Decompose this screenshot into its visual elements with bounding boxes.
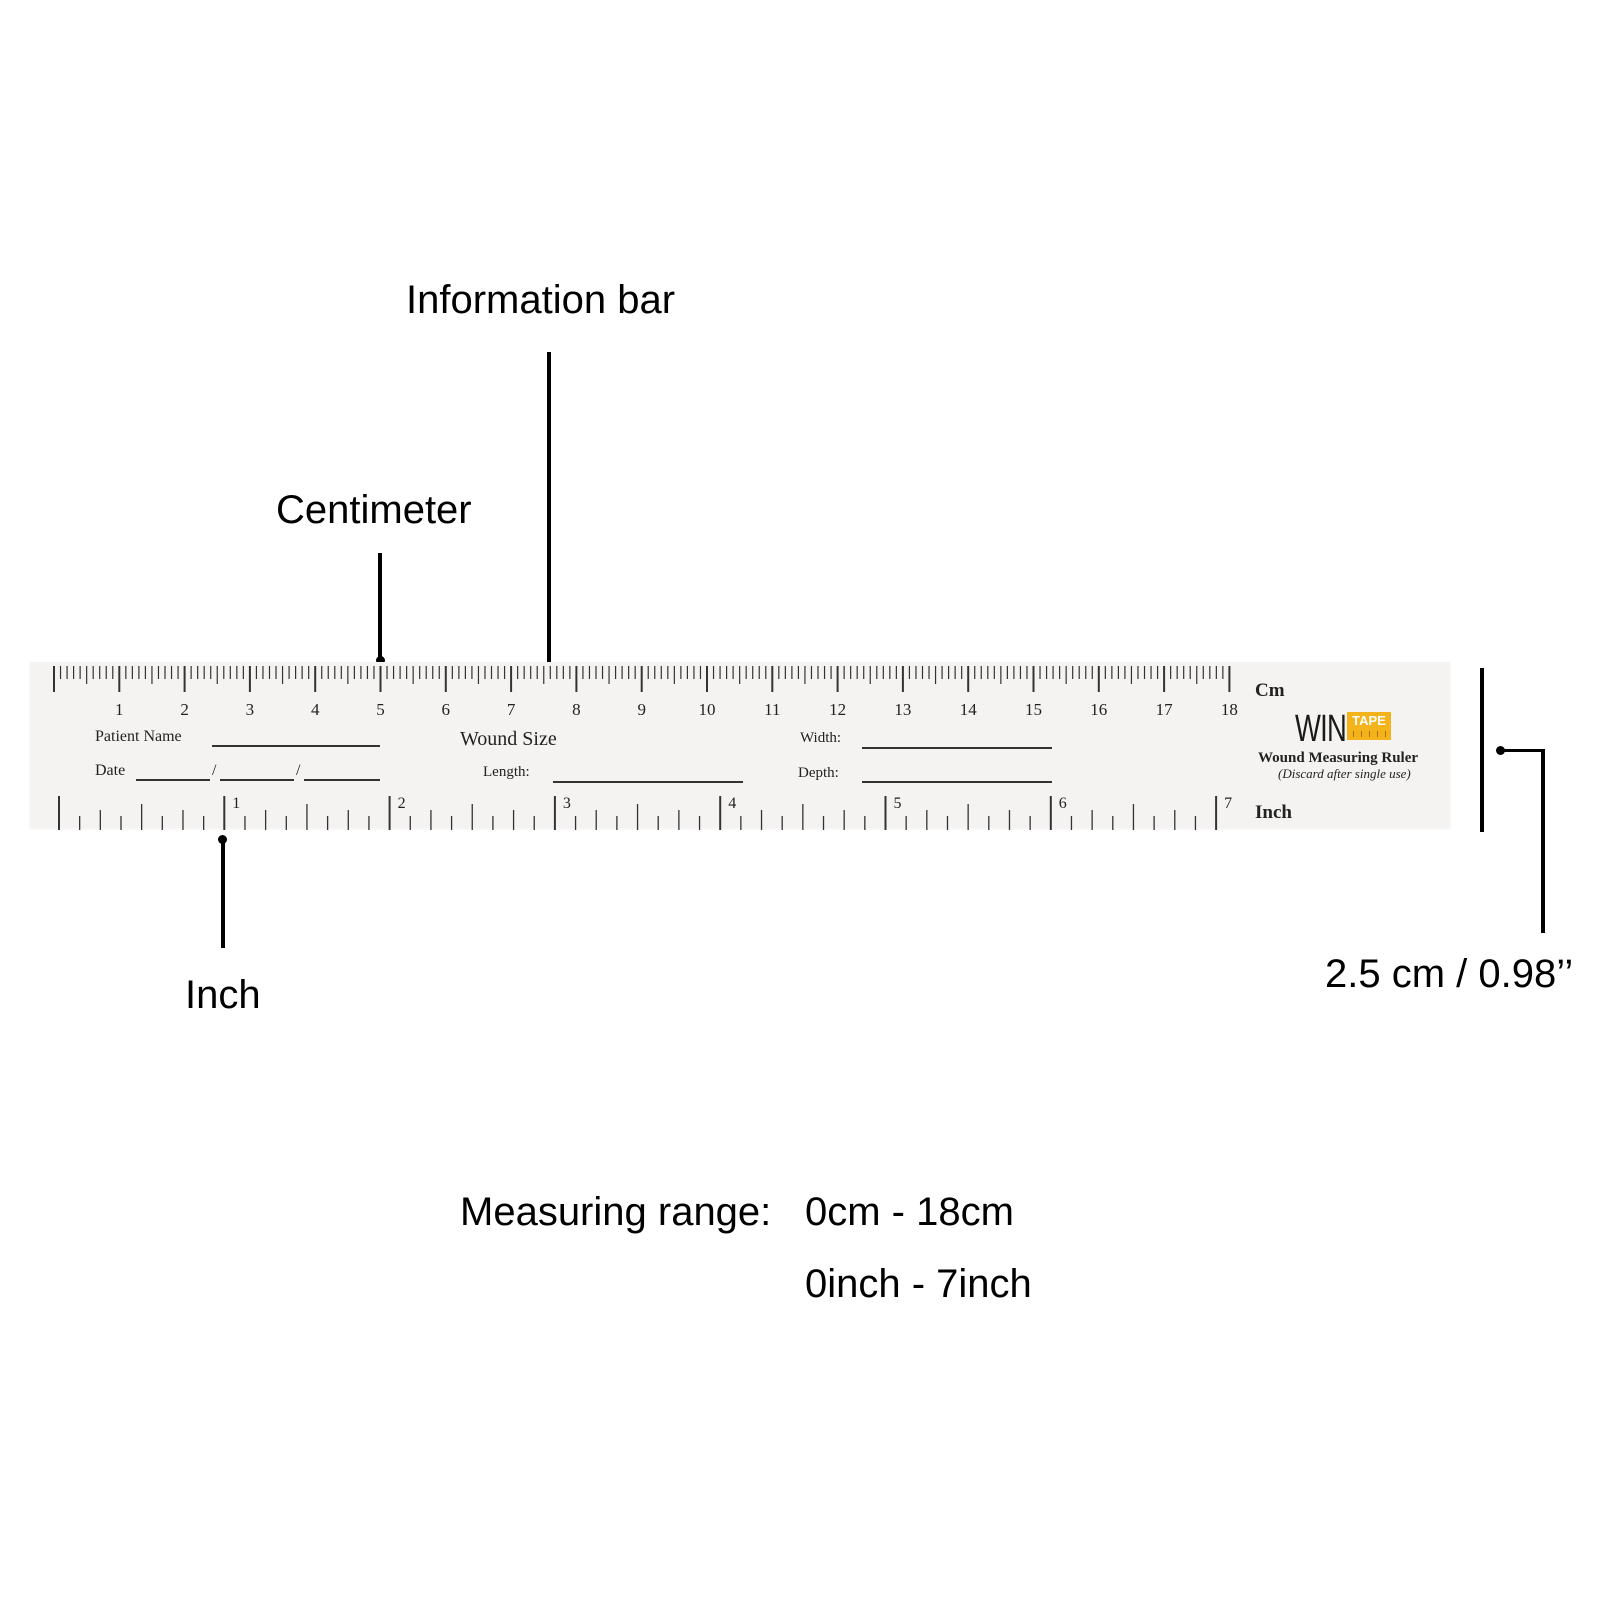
tag-tick (1361, 731, 1362, 737)
centimeter-label: Centimeter (276, 488, 472, 532)
range-cm-value: 0cm - 18cm (805, 1190, 1014, 1234)
date-field-label: Date (95, 762, 126, 779)
tag-tick (1369, 731, 1370, 737)
centimeter-leader-dot (376, 656, 385, 665)
date-underline-year (304, 779, 380, 781)
cm-tick-label: 1 (115, 700, 124, 719)
cm-tick-label: 5 (376, 700, 385, 719)
single-use-note: (Discard after single use) (1278, 766, 1411, 781)
inch-tick-label: 4 (728, 795, 736, 812)
cm-tick-label: 2 (180, 700, 189, 719)
date-underline-month (220, 779, 294, 781)
inch-tick-label: 3 (563, 795, 571, 812)
wound-size-heading: Wound Size (460, 728, 557, 750)
cm-tick-label: 8 (572, 700, 581, 719)
cm-tick-label: 17 (1156, 700, 1174, 719)
cm-tick-label: 3 (246, 700, 255, 719)
centimeter-leader-line (378, 553, 382, 661)
inch-tick-label: 6 (1059, 795, 1067, 812)
inch-tick-label: 2 (398, 795, 406, 812)
patient-name-underline (212, 745, 380, 747)
cm-unit-label: Cm (1255, 680, 1285, 701)
cm-tick-label: 4 (311, 700, 320, 719)
inch-leader-line (221, 840, 225, 948)
information-bar-leader-line (547, 352, 551, 718)
length-field-label: Length: (483, 764, 530, 780)
inch-label: Inch (185, 973, 261, 1017)
width-field-label: Width: (800, 730, 842, 746)
width-bracket-vertical (1541, 749, 1545, 933)
cm-tick-label: 7 (507, 700, 516, 719)
cm-tick-label: 11 (764, 700, 780, 719)
brand-logo-text: WIN (1295, 708, 1347, 750)
inch-tick-label: 5 (894, 795, 902, 812)
product-name: Wound Measuring Ruler (1258, 750, 1419, 766)
brand-logo-tape-tag: TAPE (1347, 712, 1391, 740)
cm-tick-label: 13 (894, 700, 911, 719)
tag-tick (1377, 731, 1378, 737)
width-bracket-horizontal (1500, 749, 1544, 752)
inch-leader-dot (218, 835, 227, 844)
patient-name-field-label: Patient Name (95, 728, 182, 745)
length-underline (553, 781, 743, 783)
cm-tick-label: 14 (960, 700, 978, 719)
tag-tick (1385, 731, 1386, 737)
date-separator-1: / (212, 762, 217, 779)
cm-tick-label: 6 (442, 700, 451, 719)
cm-tick-label: 12 (829, 700, 846, 719)
inch-tick-label: 1 (232, 795, 240, 812)
cm-tick-label: 15 (1025, 700, 1042, 719)
width-underline (862, 747, 1052, 749)
brand-logo-tag-text: TAPE (1352, 713, 1386, 728)
tag-tick (1353, 731, 1354, 737)
cm-tick-label: 10 (699, 700, 716, 719)
cm-tick-label: 18 (1221, 700, 1238, 719)
inch-tick-label: 7 (1224, 795, 1232, 812)
inch-unit-label: Inch (1255, 802, 1292, 823)
cm-tick-label: 16 (1090, 700, 1107, 719)
depth-underline (862, 781, 1052, 783)
date-separator-2: / (296, 762, 301, 779)
measuring-range-label: Measuring range: (460, 1190, 772, 1234)
width-dimension-label: 2.5 cm / 0.98’’ (1325, 952, 1574, 996)
depth-field-label: Depth: (798, 765, 839, 781)
width-bracket-dot (1496, 746, 1505, 755)
width-bracket-bar (1480, 668, 1484, 832)
information-bar-label: Information bar (406, 278, 676, 322)
date-underline-day (136, 779, 210, 781)
cm-tick-label: 9 (637, 700, 646, 719)
range-inch-value: 0inch - 7inch (805, 1262, 1032, 1306)
